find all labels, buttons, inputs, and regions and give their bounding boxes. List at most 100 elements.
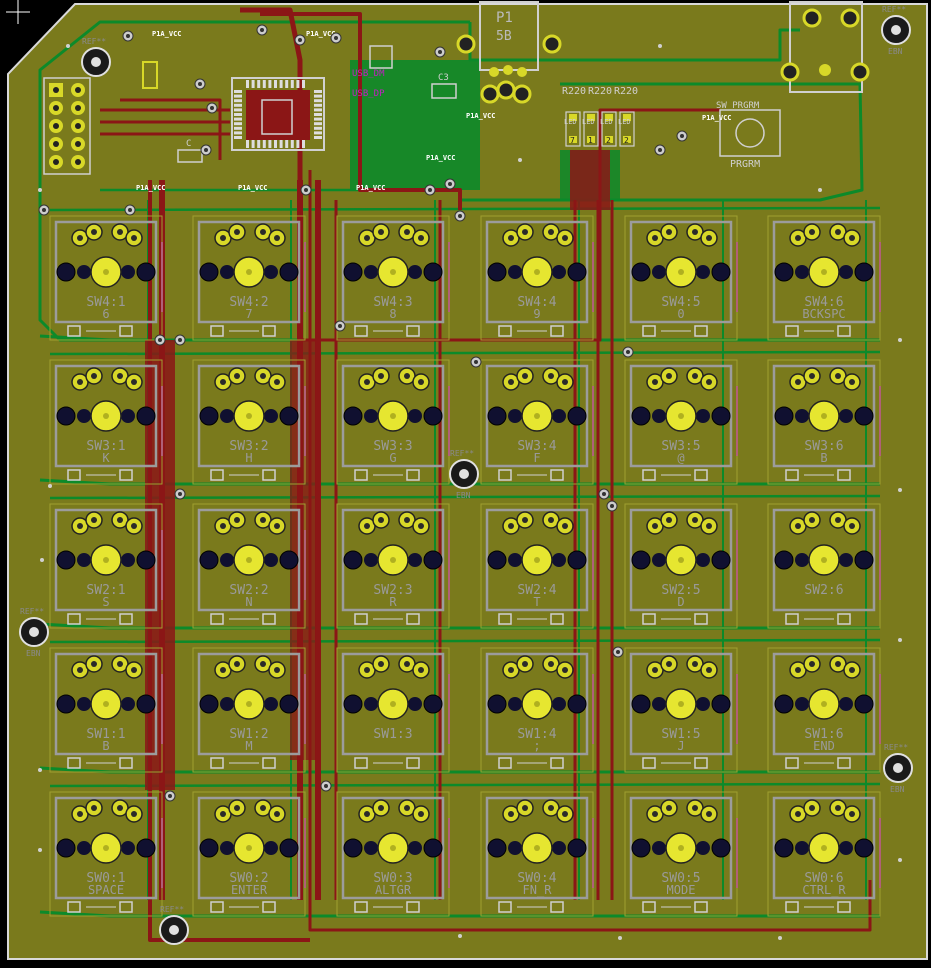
switch-ref: SW4:2	[229, 295, 268, 310]
capacitor-c[interactable]	[177, 149, 203, 163]
key-switch[interactable]: SW4:27	[192, 215, 306, 341]
mcu-pin	[279, 140, 283, 148]
switch-courtyard	[336, 359, 450, 485]
program-button-outline[interactable]	[719, 109, 781, 157]
pad-drill	[508, 811, 514, 817]
pad-drill	[77, 379, 83, 385]
switch-peg-hole	[711, 694, 731, 714]
key-switch[interactable]: SW4:38	[336, 215, 450, 341]
mounting-hole[interactable]: REF**EBN	[19, 607, 49, 658]
switch-peg-hole	[567, 694, 587, 714]
pad-drill	[508, 667, 514, 673]
mounting-hole[interactable]: REF**EBN	[449, 449, 479, 500]
key-switch[interactable]: SW3:6B	[767, 359, 881, 485]
pad-drill	[562, 379, 568, 385]
pad-drill	[274, 667, 280, 673]
switch-peg-hole	[652, 409, 666, 423]
key-switch[interactable]: SW1:5J	[624, 647, 738, 773]
silk-dot	[618, 936, 622, 940]
program-button-label: PRGRM	[730, 159, 760, 170]
pad-drill	[418, 667, 424, 673]
key-switch[interactable]: SW4:16	[49, 215, 163, 341]
mounting-hole[interactable]: REF**EBN	[881, 5, 911, 56]
switch-peg-hole	[839, 553, 853, 567]
switch-body-outline	[54, 508, 158, 612]
key-switch[interactable]: SW4:50	[624, 215, 738, 341]
stem-mark	[821, 557, 827, 563]
diode-pad	[406, 325, 420, 337]
key-switch[interactable]: SW1:2M	[192, 647, 306, 773]
switch-ref: SW2:6	[804, 583, 843, 598]
switch-legend: END	[813, 739, 835, 753]
key-switch[interactable]: SW3:5@	[624, 359, 738, 485]
pad-drill	[795, 811, 801, 817]
key-switch[interactable]: SW2:3R	[336, 503, 450, 629]
switch-peg-hole	[487, 550, 507, 570]
pad-drill	[77, 667, 83, 673]
led-footprint[interactable]	[619, 111, 635, 147]
key-switch[interactable]: SW2:4T	[480, 503, 594, 629]
mounting-hole[interactable]: REF**	[81, 37, 111, 77]
key-switch[interactable]: SW3:3G	[336, 359, 450, 485]
led-footprint[interactable]	[565, 111, 581, 147]
switch-peg-hole	[121, 409, 135, 423]
mcu-outline[interactable]	[231, 77, 325, 151]
key-switch[interactable]: SW2:2N	[192, 503, 306, 629]
key-switch[interactable]: SW1:4;	[480, 647, 594, 773]
capacitor-c1[interactable]	[142, 61, 158, 89]
diode-pad	[210, 901, 224, 913]
diode-pad	[406, 613, 420, 625]
diode-pad	[642, 613, 656, 625]
isp-header[interactable]	[43, 77, 91, 175]
program-button-body[interactable]	[735, 118, 765, 148]
switch-peg-hole	[279, 694, 299, 714]
switch-ref: SW0:5	[661, 871, 700, 886]
switch-peg-hole	[220, 265, 234, 279]
key-switch[interactable]: SW4:49	[480, 215, 594, 341]
led-footprint[interactable]	[583, 111, 599, 147]
capacitor-c3[interactable]	[431, 83, 457, 99]
pad-drill	[835, 373, 841, 379]
switch-peg-hole	[264, 697, 278, 711]
diode-pad	[262, 757, 276, 769]
key-switch[interactable]: SW3:2H	[192, 359, 306, 485]
mcu-pin	[268, 140, 272, 148]
key-switch[interactable]: SW0:4FN_R	[480, 791, 594, 917]
key-switch[interactable]: SW1:3	[336, 647, 450, 773]
key-switch[interactable]: SW3:4F	[480, 359, 594, 485]
led-footprint[interactable]	[601, 111, 617, 147]
switch-courtyard	[767, 791, 881, 917]
pad-drill	[117, 517, 123, 523]
switch-peg-hole	[364, 553, 378, 567]
mounting-hole[interactable]: REF**EBN	[883, 743, 913, 794]
key-switch[interactable]: SW2:6	[767, 503, 881, 629]
resistor-value-label: R220	[562, 86, 586, 97]
switch-peg-hole	[423, 550, 443, 570]
key-switch[interactable]: SW3:1K	[49, 359, 163, 485]
switch-courtyard	[480, 215, 594, 341]
mcu-pin	[234, 94, 242, 98]
stem-mark	[534, 413, 540, 419]
mounting-hole[interactable]: REF**	[159, 905, 189, 945]
key-switch[interactable]: SW1:1B	[49, 647, 163, 773]
switch-peg-hole	[121, 697, 135, 711]
switch-peg-hole	[711, 406, 731, 426]
key-switch[interactable]: SW2:1S	[49, 503, 163, 629]
reset-switch-outline[interactable]	[789, 1, 863, 93]
mcu-pin	[262, 140, 266, 148]
mcu-ground-pad[interactable]	[246, 90, 310, 140]
switch-peg-hole	[774, 838, 794, 858]
pad-drill	[652, 811, 658, 817]
switch-body-outline	[772, 364, 876, 468]
crystal[interactable]	[369, 45, 393, 69]
key-switch[interactable]: SW2:5D	[624, 503, 738, 629]
